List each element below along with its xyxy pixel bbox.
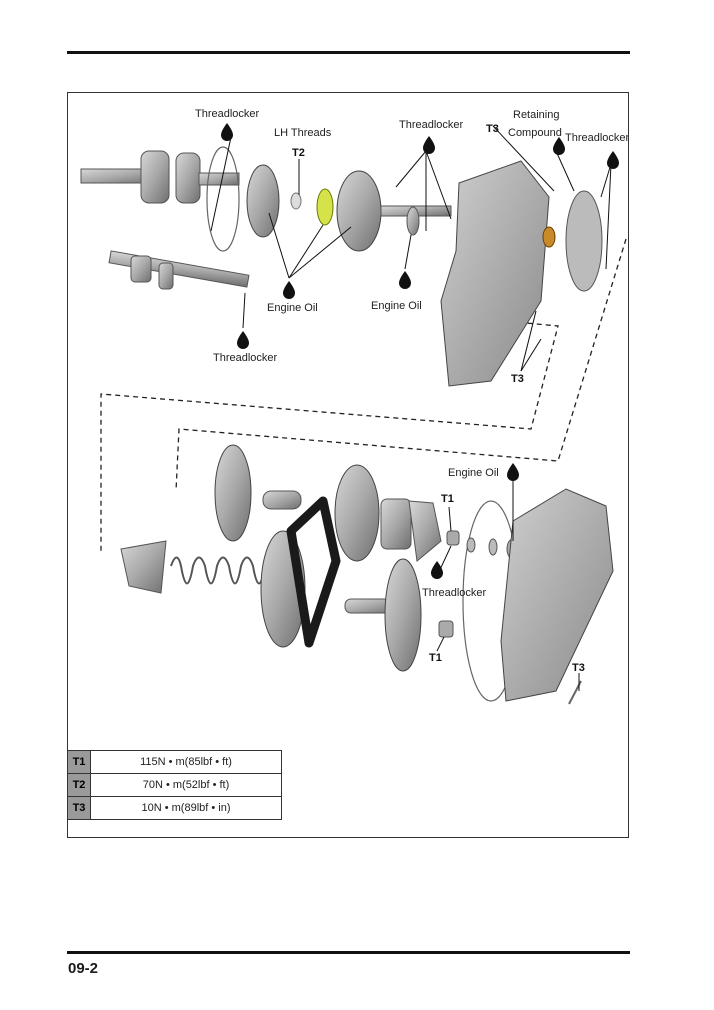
threadlocker-label: Threadlocker [422,587,487,599]
rollers [380,498,412,550]
nut [446,530,460,546]
t1-label: T1 [441,493,454,505]
table-row: T2 70N • m(52lbf • ft) [67,773,282,797]
oil-drop-icon [283,281,295,299]
washer [466,537,476,553]
ramp-plate [408,500,442,562]
oil-drop-icon [507,463,519,481]
leader-lines [210,125,612,691]
threadlocker-drop-icon [607,151,619,169]
threadlocker-label: Threadlocker [213,352,278,364]
threadlocker-label: Threadlocker [399,119,464,131]
torque-spec-table: T1 115N • m(85lbf • ft) T2 70N • m(52lbf… [67,750,282,820]
starter-gear [316,188,334,226]
gasket [206,146,240,252]
sleeve [262,490,302,510]
t2-label: T2 [292,147,305,159]
spring [170,556,266,585]
oil-drop-icon [399,271,411,289]
drive-belt [286,496,341,648]
nut [438,620,454,638]
nut [290,192,302,210]
t1-label: T1 [429,652,442,664]
assembly-path [175,238,627,492]
balance-shaft [108,250,250,290]
oil-seal [542,226,556,248]
engine-oil-label: Engine Oil [267,302,318,314]
drive-pulley [334,464,380,562]
washer [406,206,420,236]
threadlocker-drop-icon [237,331,249,349]
crankshaft [80,150,240,204]
movable-sheave [384,558,422,672]
torque-code: T2 [67,773,91,797]
engine-case [440,160,550,387]
torque-code: T1 [67,750,91,774]
torque-code: T3 [67,796,91,820]
page-number: 09-2 [68,960,99,977]
threadlocker-drop-icon [423,136,435,154]
assembly-path [100,318,559,554]
threadlocker-drop-icon [221,123,233,141]
threadlocker-drop-icon [431,561,443,579]
exploded-view-diagram: Threadlocker LH Threads T2 Threadlocker … [80,108,629,705]
engine-oil-label: Engine Oil [371,300,422,312]
engine-oil-label: Engine Oil [448,467,499,479]
cam [120,540,167,594]
t3-label: T3 [486,123,499,135]
torque-value: 115N • m(85lbf • ft) [90,750,282,774]
compound-label: Compound [508,127,562,139]
table-row: T1 115N • m(85lbf • ft) [67,750,282,774]
clutch-drum [336,170,382,252]
t3-label: T3 [572,662,585,674]
retaining-label: Retaining [513,109,559,121]
fixed-sheave [214,444,252,542]
exploded-view-frame: Threadlocker LH Threads T2 Threadlocker … [67,92,629,838]
header-rule [67,51,630,54]
torque-value: 70N • m(52lbf • ft) [90,773,282,797]
torque-value: 10N • m(89lbf • in) [90,796,282,820]
lh-threads-label: LH Threads [274,127,332,139]
threadlocker-drop-icon [553,137,565,155]
cvt-cover [500,488,614,702]
t3-label: T3 [511,373,524,385]
table-row: T3 10N • m(89lbf • in) [67,796,282,820]
washer [488,538,498,556]
footer-rule [67,951,630,954]
threadlocker-label: Threadlocker [195,108,260,120]
rotor [246,164,280,238]
threadlocker-label: Threadlocker [565,132,629,144]
cover-gasket [565,190,603,292]
